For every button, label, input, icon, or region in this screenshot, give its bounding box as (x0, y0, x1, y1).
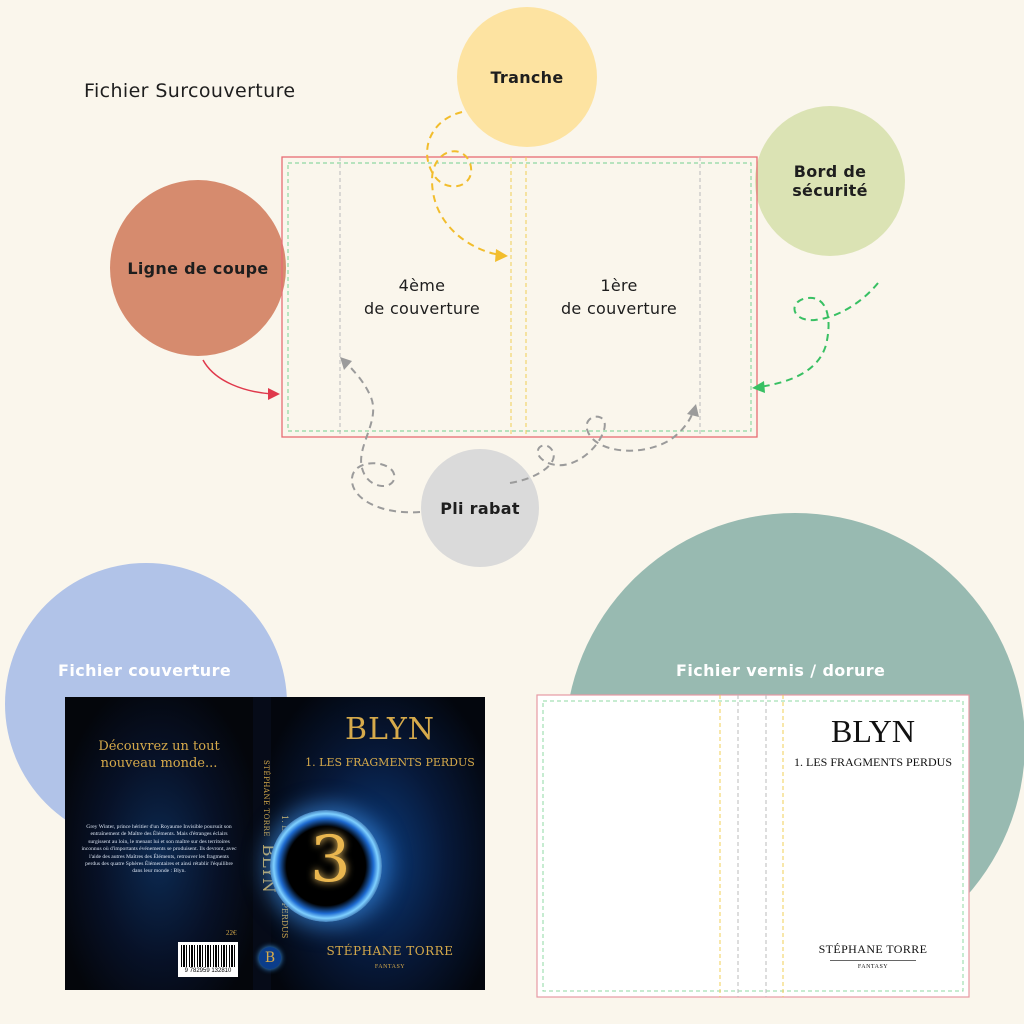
bord-securite-arrow (759, 282, 879, 388)
front-cover-line1: 1ère (600, 276, 638, 295)
vernis-sheet (536, 694, 970, 998)
price: 22€ (226, 929, 237, 937)
bord-securite-node: Bord de sécurité (755, 106, 905, 256)
back-cover-label: 4ème de couverture (344, 274, 500, 320)
ligne-coupe-arrow (202, 359, 273, 395)
cut-line-rect (281, 156, 758, 438)
front-genre: FANTASY (374, 964, 406, 970)
emblem-ring (270, 810, 382, 922)
front-title: BLYN (344, 712, 436, 747)
back-cover (65, 697, 253, 990)
ligne-coupe-node: Ligne de coupe (110, 180, 286, 356)
spine (253, 697, 271, 990)
back-blurb: Grey Winter, prince héritier d'un Royaum… (81, 824, 237, 875)
front-cover-line2: de couverture (560, 299, 678, 318)
bord-securite-arrowhead (752, 381, 765, 393)
vernis-divider (830, 960, 916, 961)
tranche-arrow (426, 111, 501, 256)
tranche-node: Tranche (457, 7, 597, 147)
tranche-label: Tranche (490, 67, 564, 87)
tranche-arrowhead (495, 249, 508, 262)
pli-rabat-arrowhead-left (340, 357, 352, 370)
front-emblem: 3 (310, 823, 351, 897)
bord-securite-label: Bord de sécurité (792, 162, 868, 200)
safety-line-rect (287, 162, 752, 432)
pli-rabat-arrow-right (509, 411, 694, 484)
back-headline: Découvrez un tout nouveau monde... (98, 739, 220, 771)
pli-rabat-arrowhead-right (687, 404, 699, 417)
back-cover-line1: 4ème (398, 276, 446, 295)
pli-rabat-label: Pli rabat (440, 498, 520, 518)
front-cover-label: 1ère de couverture (541, 274, 697, 320)
front-author: STÉPHANE TORRE (326, 944, 454, 958)
barcode-bars (181, 945, 235, 967)
ligne-coupe-arrowhead (268, 388, 280, 400)
ligne-coupe-label: Ligne de coupe (127, 258, 269, 278)
vernis-title: BLYN (831, 713, 915, 749)
barcode: 9 782959 132810 (178, 942, 238, 977)
diagram-title: Fichier Surcouverture (84, 80, 296, 102)
spine-logo: B (259, 947, 281, 969)
couverture-label: Fichier couverture (58, 661, 232, 680)
spine-author: STÉPHANE TORRE (262, 760, 270, 837)
barcode-number: 9 782959 132810 (184, 968, 232, 974)
vernis-subtitle: 1. LES FRAGMENTS PERDUS (793, 755, 953, 769)
vernis-genre: FANTASY (857, 964, 889, 970)
front-subtitle: 1. LES FRAGMENTS PERDUS (305, 756, 475, 769)
vernis-safety (542, 700, 964, 992)
vernis-author: STÉPHANE TORRE (818, 942, 928, 956)
pli-rabat-arrow-left (345, 361, 421, 514)
spine-logo-letter: B (264, 950, 276, 966)
pli-rabat-node: Pli rabat (421, 449, 539, 567)
back-cover-line2: de couverture (363, 299, 481, 318)
vernis-label: Fichier vernis / dorure (676, 661, 886, 680)
